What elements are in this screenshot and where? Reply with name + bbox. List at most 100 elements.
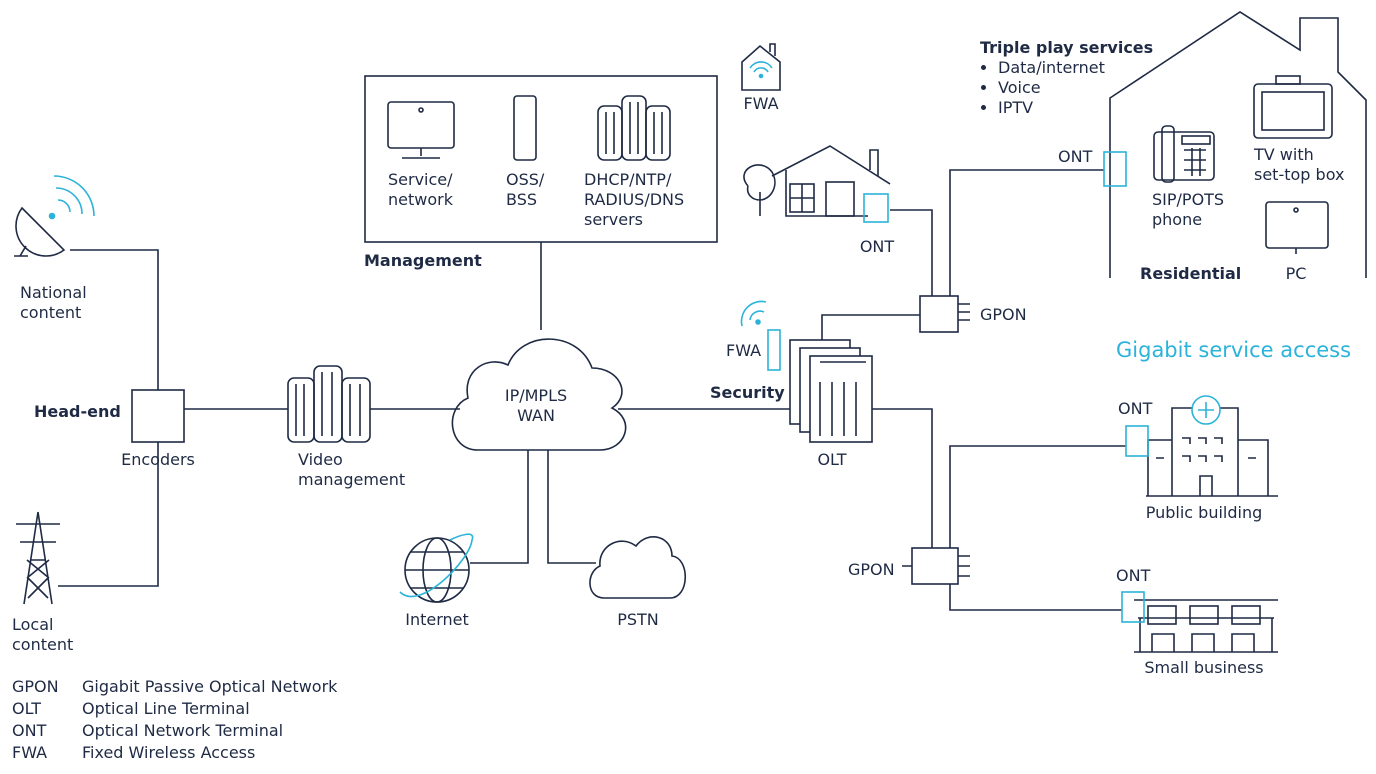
phone-line1: SIP/POTS	[1152, 190, 1225, 209]
encoders-box	[131, 389, 185, 443]
residential-title: Residential	[1140, 264, 1242, 283]
tv-icon	[1253, 75, 1333, 139]
legend-abbr: OLT	[12, 699, 42, 718]
video-management-icon	[287, 365, 371, 443]
oss-bss-label: OSS/ BSS	[506, 170, 544, 210]
local-content-line1: Local	[12, 615, 54, 634]
dhcp-line3: servers	[584, 210, 643, 229]
legend-row: OLT Optical Line Terminal	[12, 698, 250, 720]
link-gpon-top-house	[890, 209, 933, 296]
dhcp-servers-label: DHCP/NTP/ RADIUS/DNS servers	[584, 170, 684, 230]
legend-meaning: Optical Network Terminal	[82, 721, 284, 740]
triple-play-list: Data/internet Voice IPTV	[980, 58, 1105, 118]
monitor-icon	[387, 101, 455, 159]
tv-label: TV with set-top box	[1254, 145, 1344, 185]
service-network-label: Service/ network	[388, 170, 453, 210]
link-olt-gpon-bottom	[872, 408, 933, 548]
wan-line2: WAN	[517, 406, 555, 425]
video-management-label: Video management	[298, 450, 405, 490]
wan-line1: IP/MPLS	[504, 386, 568, 405]
wan-cloud	[451, 338, 627, 451]
ont-house-device	[863, 193, 889, 223]
security-label: Security	[710, 383, 785, 402]
pstn-cloud	[589, 536, 686, 599]
legend-abbr: ONT	[12, 721, 47, 740]
video-management-line1: Video	[298, 450, 343, 469]
oss-server-icon	[513, 95, 537, 161]
public-building-label: Public building	[1145, 503, 1263, 522]
pc-label: PC	[1285, 264, 1307, 283]
legend-meaning: Optical Line Terminal	[82, 699, 250, 718]
service-network-line2: network	[388, 190, 453, 209]
ont-public-label: ONT	[1118, 399, 1153, 418]
pstn-label: PSTN	[617, 610, 659, 629]
link-gpon-bottom-business	[949, 584, 1122, 611]
connection-lines	[58, 169, 1126, 611]
local-content-line2: content	[12, 635, 74, 654]
small-business-label: Small business	[1144, 658, 1264, 677]
triple-play-title: Triple play services	[980, 38, 1154, 57]
service-network-line1: Service/	[388, 170, 453, 189]
fwa-house-icon	[741, 43, 781, 91]
ont-business-device	[1121, 591, 1145, 623]
phone-icon	[1153, 125, 1215, 183]
wan-label: IP/MPLS WAN	[505, 386, 567, 426]
triple-play-item: IPTV	[998, 98, 1105, 118]
globe-icon	[399, 533, 474, 603]
tv-line2: set-top box	[1254, 165, 1345, 184]
link-olt-gpon-top	[821, 314, 920, 340]
public-building-icon	[1146, 395, 1278, 497]
management-box	[364, 75, 718, 243]
video-management-line2: management	[298, 470, 406, 489]
gigabit-service-access-title: Gigabit service access	[1116, 338, 1352, 362]
national-content-line1: National	[20, 283, 87, 302]
house-icon	[743, 145, 891, 217]
gpon-top-box	[919, 295, 970, 333]
fwa-antenna-icon	[740, 300, 781, 371]
fwa-olt-label: FWA	[726, 341, 762, 360]
tv-line1: TV with	[1254, 145, 1314, 164]
national-content-line2: content	[20, 303, 82, 322]
dhcp-line1: DHCP/NTP/	[584, 170, 672, 189]
legend-meaning: Gigabit Passive Optical Network	[82, 677, 338, 696]
ont-house-label: ONT	[859, 237, 895, 256]
legend-row: GPON Gigabit Passive Optical Network	[12, 676, 337, 698]
small-business-icon	[1134, 599, 1278, 653]
legend-abbr: FWA	[12, 743, 48, 762]
ont-residential-device	[1103, 151, 1127, 187]
head-end-title: Head-end	[34, 402, 121, 421]
legend-row: FWA Fixed Wireless Access	[12, 742, 255, 764]
legend-abbr: GPON	[12, 677, 59, 696]
dhcp-servers-icon	[597, 95, 671, 161]
olt-label: OLT	[817, 450, 847, 469]
triple-play-item: Data/internet	[998, 58, 1105, 78]
link-wan-pstn	[547, 450, 596, 564]
satellite-dish-icon	[14, 175, 95, 257]
link-tower-encoders	[58, 442, 159, 587]
gpon-top-label: GPON	[980, 305, 1027, 324]
link-satellite-encoders	[70, 249, 159, 390]
link-gpon-bottom-public	[949, 445, 1126, 548]
pc-icon	[1265, 201, 1329, 254]
ont-public-device	[1125, 425, 1149, 457]
encoders-label: Encoders	[121, 450, 195, 469]
oss-bss-line2: BSS	[506, 190, 538, 209]
residential-house	[1109, 11, 1367, 278]
ont-residential-label: ONT	[1058, 147, 1093, 166]
management-title: Management	[364, 251, 482, 270]
legend-row: ONT Optical Network Terminal	[12, 720, 283, 742]
oss-bss-line1: OSS/	[506, 170, 545, 189]
internet-label: Internet	[405, 610, 469, 629]
local-content-label: Local content	[12, 615, 73, 655]
tower-icon	[16, 511, 60, 605]
gpon-bottom-box	[902, 547, 970, 585]
legend-meaning: Fixed Wireless Access	[82, 743, 256, 762]
triple-play-item: Voice	[998, 78, 1105, 98]
dhcp-line2: RADIUS/DNS	[584, 190, 685, 209]
link-gpon-top-residential	[949, 169, 1104, 296]
phone-line2: phone	[1152, 210, 1203, 229]
phone-label: SIP/POTS phone	[1152, 190, 1224, 230]
fwa-top-label: FWA	[743, 94, 779, 113]
ont-business-label: ONT	[1116, 566, 1151, 585]
